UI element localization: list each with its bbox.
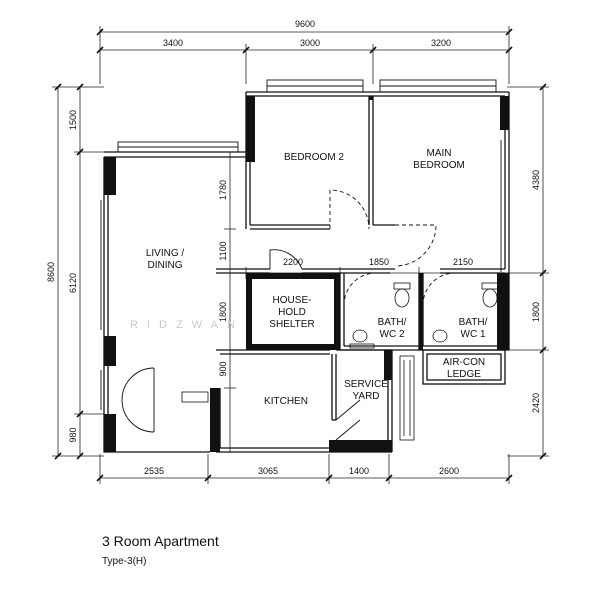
dim-bottom-1: 2535 — [144, 466, 164, 476]
dim-bottom-3: 1400 — [349, 466, 369, 476]
dim-inner-1800: 1800 — [218, 302, 228, 322]
dim-bottom-2: 3065 — [258, 466, 278, 476]
label-main-bedroom-line1: MAIN — [427, 148, 452, 159]
label-aircon-line2: LEDGE — [447, 369, 481, 380]
label-bath2-line1: BATH/ — [378, 317, 407, 328]
label-main-bedroom-line2: BEDROOM — [413, 160, 465, 171]
label-shelter-line3: SHELTER — [269, 319, 314, 330]
dim-top-2: 3000 — [300, 38, 320, 48]
plan-title: 3 Room Apartment — [102, 533, 219, 549]
label-bath1-line1: BATH/ — [459, 317, 488, 328]
label-living-line1: LIVING / — [146, 248, 185, 259]
dim-right-1: 4380 — [531, 170, 541, 190]
dim-bottom-4: 2600 — [439, 466, 459, 476]
plan-subtitle: Type-3(H) — [102, 556, 147, 567]
windows — [100, 79, 502, 410]
label-yard-line1: SERVICE — [344, 379, 388, 390]
label-shelter-line1: HOUSE- — [273, 295, 312, 306]
dim-inner-900: 900 — [218, 361, 228, 376]
watermark: RIDZWAN — [130, 319, 244, 331]
label-yard-line2: YARD — [352, 391, 379, 402]
dimension-ticks — [54, 28, 547, 482]
label-living-line2: DINING — [148, 260, 183, 271]
dim-top-1: 3400 — [163, 38, 183, 48]
dim-inner-1100: 1100 — [218, 241, 228, 260]
fixtures — [181, 282, 499, 441]
dim-left-1: 1500 — [68, 110, 78, 130]
dim-left-2: 6120 — [68, 273, 78, 293]
label-kitchen: KITCHEN — [264, 396, 308, 407]
dim-inner-2200: 2200 — [283, 257, 303, 267]
dim-right-2: 1800 — [531, 302, 541, 322]
dimension-labels: 9600 3400 3000 3200 8600 1500 6120 980 1… — [46, 19, 541, 476]
dim-left-total: 8600 — [46, 262, 56, 282]
label-shelter-line2: HOLD — [278, 307, 306, 318]
dim-top-total: 9600 — [295, 19, 315, 29]
dim-left-3: 980 — [68, 427, 78, 442]
dim-inner-2150: 2150 — [453, 257, 473, 267]
label-bath1-line2: WC 1 — [461, 329, 486, 340]
dim-inner-1850: 1850 — [369, 257, 389, 267]
label-aircon-line1: AIR-CON — [443, 357, 485, 368]
label-bath2-line2: WC 2 — [380, 329, 405, 340]
dimension-lines — [52, 26, 549, 484]
doors — [121, 189, 456, 441]
label-bedroom-2: BEDROOM 2 — [284, 152, 344, 163]
room-labels: BEDROOM 2 MAIN BEDROOM LIVING / DINING H… — [146, 148, 488, 407]
dim-right-3: 2420 — [531, 393, 541, 413]
structural-walls — [104, 96, 509, 452]
dim-inner-1780: 1780 — [218, 180, 228, 200]
dim-top-3: 3200 — [431, 38, 451, 48]
